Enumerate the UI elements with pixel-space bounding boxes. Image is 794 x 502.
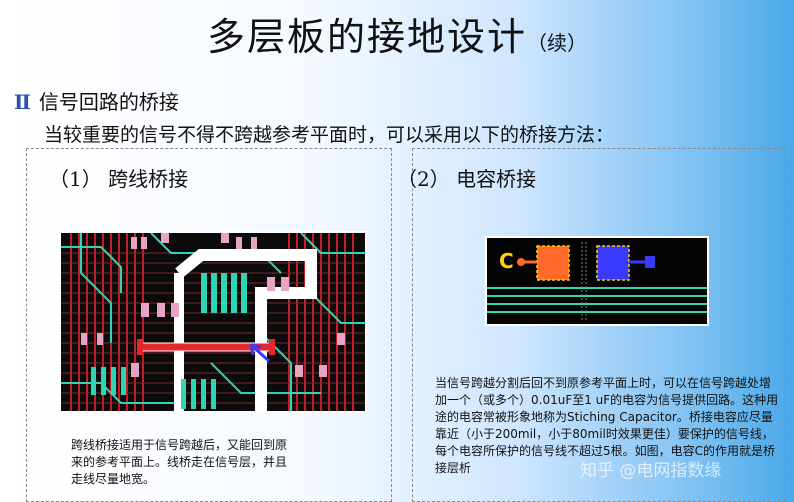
right-panel-heading: （2） 电容桥接: [397, 167, 537, 191]
left-panel-caption: 跨线桥接适用于信号跨越后，又能回到原来的参考平面上。线桥走在信号层，并且走线尽量…: [71, 438, 288, 486]
right-panel: （2） 电容桥接 C 当信号跨越分割后回不到原参考平面上时，可以在信号跨越: [397, 148, 786, 502]
left-panel-heading: （1） 跨线桥接: [49, 167, 189, 191]
capacitor-bridge-pcb-image: C: [485, 236, 709, 326]
watermark: 知乎 @电网指数缘: [580, 461, 722, 481]
right-panel-caption: 当信号跨越分割后回不到原参考平面上时，可以在信号跨越处增加一个（或多个）0.01…: [435, 376, 779, 475]
left-panel: （1） 跨线桥接: [26, 148, 392, 502]
title-suffix: （续）: [527, 31, 587, 55]
capacitor-label: C: [499, 249, 514, 273]
pcb-layout-graphic: [61, 233, 365, 411]
slide-title: 多层板的接地设计（续）: [0, 6, 794, 61]
title-main: 多层板的接地设计: [206, 15, 527, 59]
jumper-bridge-pcb-image: [59, 231, 367, 413]
section-bullet: Ⅱ: [14, 90, 31, 114]
pointer-arrow-icon: [249, 343, 270, 363]
intro-text: 当较重要的信号不得不跨越参考平面时，可以采用以下的桥接方法：: [44, 124, 615, 146]
section-heading-text: 信号回路的桥接: [38, 90, 179, 114]
capacitor-layout-graphic: C: [487, 238, 707, 324]
section-heading: Ⅱ 信号回路的桥接: [14, 86, 179, 115]
